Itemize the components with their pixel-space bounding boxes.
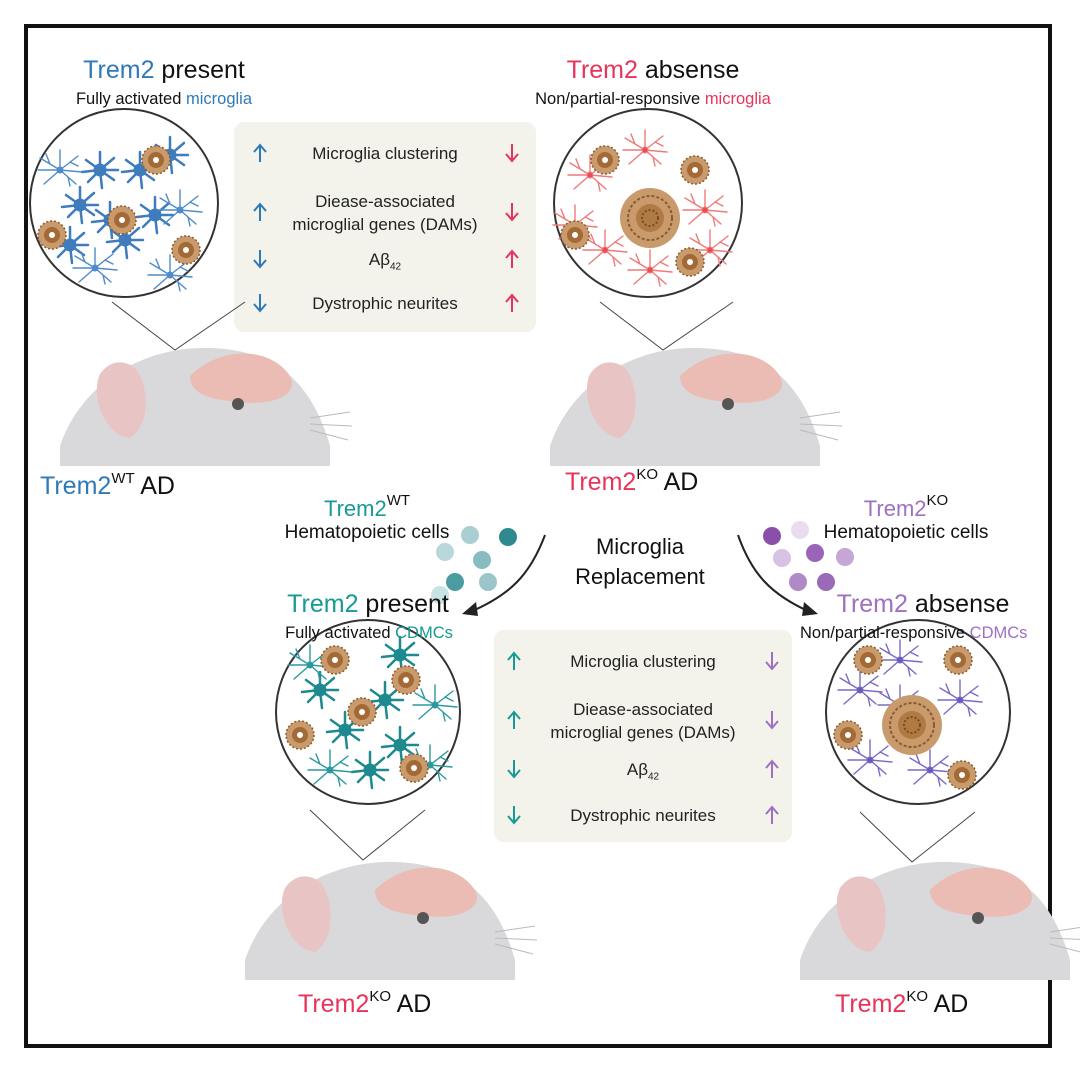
arrow-down-icon	[253, 250, 267, 269]
arrow-up-icon	[253, 143, 267, 162]
panel-row-dystrophic: Dystrophic neurites	[312, 294, 458, 313]
genotype-sup: KO	[906, 988, 928, 1005]
arrowhead-icon	[462, 602, 478, 616]
top-right-subtitle-a: Non/partial-responsive	[535, 90, 705, 108]
panel-row-dystrophic: Dystrophic neurites	[570, 806, 716, 825]
arrow-down-icon	[253, 294, 267, 313]
panel-row-abeta: Aβ42	[494, 758, 792, 788]
arrow-down-icon	[765, 652, 779, 671]
top-left-subtitle-a: Fully activated	[75, 90, 186, 108]
panel-row-dam-2: microglial genes (DAMs)	[292, 215, 478, 234]
bottom-right-state: absense	[907, 590, 1010, 618]
donor-cells: Hematopoietic cells	[284, 522, 450, 543]
top-left-title: Trem2 present	[64, 56, 264, 85]
arrow-up-icon	[505, 293, 519, 312]
arrow-up-icon	[507, 710, 521, 729]
center-line-1: Microglia	[595, 534, 685, 559]
microglia-replacement-label: Microglia Replacement	[560, 532, 720, 592]
arrow-down-icon	[505, 144, 519, 163]
bottom-left-subtitle-b: CDMCs	[395, 624, 453, 642]
abeta-subscript: 42	[390, 261, 402, 273]
top-left-subtitle-b: microglia	[186, 90, 253, 108]
abeta-subscript: 42	[648, 771, 660, 783]
top-right-state: absense	[637, 56, 740, 84]
top-right-gene: Trem2	[566, 56, 638, 84]
top-left-subtitle: Fully activated microglia	[44, 90, 284, 109]
mouse-illustration	[59, 347, 353, 467]
bottom-left-title: Trem2 present	[268, 590, 468, 619]
arrow-up-icon	[765, 805, 779, 824]
bottom-left-gene: Trem2	[287, 590, 359, 618]
bottom-left-subtitle: Fully activated CDMCs	[254, 624, 484, 643]
genotype-sup: KO	[636, 466, 658, 483]
curved-arrow-right	[737, 534, 811, 613]
bottom-comparison-panel: Microglia clustering Diease-associated m…	[494, 630, 792, 842]
arrow-down-icon	[507, 760, 521, 779]
donor-sup: KO	[926, 492, 949, 509]
top-right-subtitle-b: microglia	[704, 90, 771, 108]
panel-row-abeta: Aβ42	[234, 248, 536, 278]
top-left-gene: Trem2	[83, 56, 155, 84]
bottom-right-subtitle-a: Non/partial-responsive	[800, 624, 970, 642]
top-left-genotype: Trem2WT AD	[40, 470, 175, 501]
figure-frame	[24, 24, 1052, 1048]
panel-row-clustering: Microglia clustering	[312, 144, 458, 163]
arrow-up-icon	[507, 651, 521, 670]
mouse-illustration	[549, 347, 843, 467]
genotype-gene: Trem2	[835, 990, 907, 1018]
genotype-suffix: AD	[391, 990, 432, 1018]
curved-arrow-left	[469, 534, 546, 613]
bottom-right-subtitle-b: CDMCs	[969, 624, 1028, 642]
donor-gene: Trem2	[863, 496, 927, 521]
bottom-right-genotype: Trem2KO AD	[835, 988, 968, 1019]
bottom-left-state: present	[358, 590, 449, 618]
arrow-up-icon	[505, 249, 519, 268]
center-line-2: Replacement	[575, 564, 705, 589]
mouse-illustration	[799, 861, 1080, 981]
donor-cells: Hematopoietic cells	[823, 522, 989, 543]
abeta-label: Aβ	[368, 250, 390, 269]
panel-row-clustering: Microglia clustering	[570, 652, 716, 671]
genotype-gene: Trem2	[565, 468, 637, 496]
genotype-gene: Trem2	[40, 472, 112, 500]
genotype-gene: Trem2	[298, 990, 370, 1018]
donor-left-label: Trem2WT Hematopoietic cells	[282, 492, 452, 544]
arrow-down-icon	[505, 203, 519, 222]
bottom-right-subtitle: Non/partial-responsive CDMCs	[800, 624, 1028, 643]
arrowhead-icon	[802, 602, 818, 616]
top-comparison-panel: Microglia clustering Diease-associated m…	[234, 122, 536, 332]
donor-gene: Trem2	[323, 496, 387, 521]
top-right-title: Trem2 absense	[548, 56, 758, 85]
arrow-up-icon	[253, 202, 267, 221]
donor-right-label: Trem2KO Hematopoietic cells	[816, 492, 996, 544]
mouse-illustration	[244, 861, 538, 981]
hematopoietic-cells-purple	[763, 521, 854, 591]
top-right-subtitle: Non/partial-responsive microglia	[533, 90, 773, 109]
arrow-down-icon	[507, 806, 521, 825]
bottom-left-subtitle-a: Fully activated	[285, 624, 396, 642]
abeta-label: Aβ	[626, 760, 648, 779]
bottom-right-gene: Trem2	[836, 590, 908, 618]
genotype-sup: WT	[111, 470, 135, 487]
panel-row-dam-1: Diease-associated	[573, 700, 713, 719]
top-right-genotype: Trem2KO AD	[565, 466, 698, 497]
arrow-down-icon	[765, 711, 779, 730]
arrow-up-icon	[765, 759, 779, 778]
panel-row-dam-1: Diease-associated	[315, 192, 455, 211]
genotype-sup: KO	[369, 988, 391, 1005]
hematopoietic-cells-teal	[431, 526, 517, 604]
bottom-left-genotype: Trem2KO AD	[298, 988, 431, 1019]
donor-sup: WT	[386, 492, 411, 509]
panel-row-dam-2: microglial genes (DAMs)	[550, 723, 736, 742]
genotype-suffix: AD	[134, 472, 175, 500]
genotype-suffix: AD	[928, 990, 969, 1018]
genotype-suffix: AD	[658, 468, 699, 496]
top-left-state: present	[154, 56, 245, 84]
bottom-right-title: Trem2 absense	[818, 590, 1028, 619]
